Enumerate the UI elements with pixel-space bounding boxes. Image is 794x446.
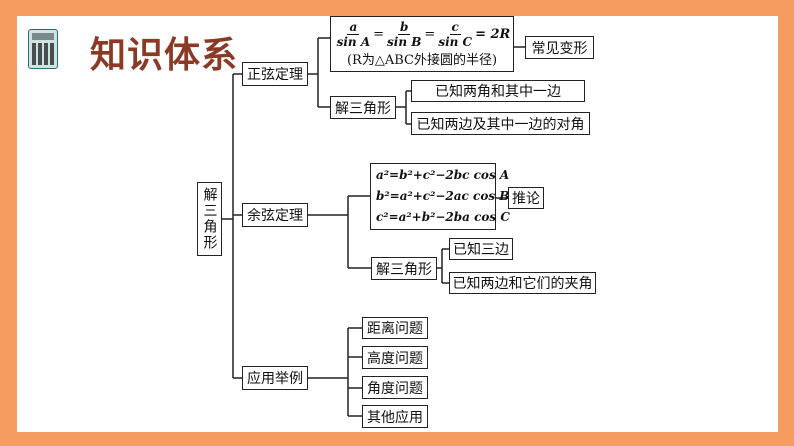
app-item: 角度问题 (362, 376, 428, 399)
rhs: = 2R (475, 27, 511, 42)
node-label: 应用举例 (247, 371, 303, 387)
node-label: 正弦定理 (247, 67, 303, 83)
app-item: 高度问题 (362, 346, 428, 369)
formula-line: a²=b²+c²−2bc cos A (376, 168, 510, 182)
case-item: 已知两角和其中一边 (411, 80, 585, 102)
equals: = (373, 27, 385, 42)
node-sine-solve: 解三角形 (330, 96, 396, 119)
app-item: 距离问题 (362, 317, 428, 339)
calculator-icon (28, 29, 58, 69)
node-variants: 常见变形 (525, 36, 594, 59)
formula-line: c²=a²+b²−2ba cos C (376, 210, 510, 224)
formula-line: b²=a²+c²−2ac cos B (376, 189, 510, 203)
node-label: 余弦定理 (247, 208, 303, 224)
node-corollary: 推论 (508, 187, 544, 209)
node-cosine-solve: 解三角形 (371, 257, 437, 280)
cosine-formula-box: a²=b²+c²−2bc cos A b²=a²+c²−2ac cos B c²… (370, 163, 510, 230)
formula-note: (R为△ABC外接圆的半径) (346, 53, 498, 68)
root-node: 解三角形 (197, 182, 222, 256)
root-label: 解三角形 (201, 187, 218, 251)
case-item: 已知两边及其中一边的对角 (411, 112, 590, 135)
app-item: 其他应用 (362, 405, 428, 428)
case-item: 已知两边和它们的夹角 (449, 272, 596, 294)
equals: = (424, 27, 436, 42)
node-applications: 应用举例 (242, 366, 308, 390)
node-sine-law: 正弦定理 (242, 62, 308, 86)
page-title: 知识体系 (90, 35, 239, 76)
case-item: 已知三边 (449, 238, 513, 260)
node-cosine-law: 余弦定理 (242, 203, 308, 227)
